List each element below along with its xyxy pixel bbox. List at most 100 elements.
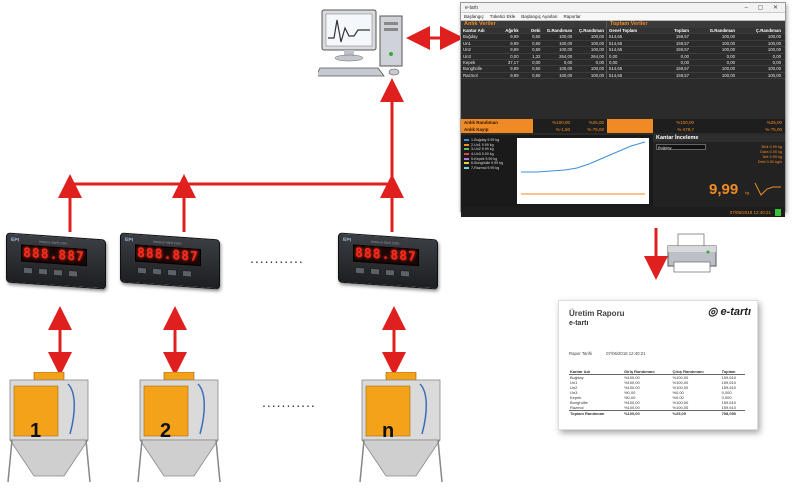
report-cell: 159,610 [721, 405, 737, 410]
table-cell: 100,00 [590, 72, 605, 78]
table-cell: Ağırlık [505, 28, 519, 33]
legend-item: 5-Kepek 9.99 kg [464, 157, 503, 162]
table-cell: Ç.Randıman [755, 28, 781, 33]
report-cell: %0,00 [672, 395, 684, 400]
report-cell: 159,610 [721, 400, 737, 405]
weighing-indicator-2: EPI www.e-tarti.com 888.887 [120, 232, 220, 290]
report-cell: %100,00 [623, 375, 640, 380]
menu-item-add[interactable]: Tüketici Ekle [489, 14, 516, 19]
report-cell: %100,00 [623, 400, 640, 405]
total-data-title: Toplam Veriler [607, 21, 785, 28]
scale-stat: Debi 0.50 kg/s [757, 160, 782, 165]
report-cell: %100,00 [672, 375, 689, 380]
table-cell: 159,57 [675, 40, 689, 46]
legend-item: 3-Un2 9.99 kg [464, 147, 503, 152]
report-cell: 159,610 [721, 380, 737, 385]
scale-stat: Net 9.99 kg [762, 155, 782, 160]
table-cell: 9,99 [510, 40, 519, 46]
report-cell: Un1 [570, 380, 578, 385]
report-row: Bonghülle %100,00 %100,00 159,610 [569, 400, 745, 405]
report-cell: %100,00 [623, 385, 640, 390]
menu-item-reports[interactable]: Raporlar [563, 14, 581, 19]
report-cell: %100,00 [672, 405, 689, 410]
live-data-title: Anlık Veriler [461, 21, 606, 28]
table-cell: 9,99 [510, 72, 519, 78]
report-cell: Bonghülle [570, 400, 588, 405]
software-window: e-tartı – ▢ ✕ Başlangıç Tüketici Ekle Ba… [460, 2, 786, 218]
report-subtitle: e-tartı [569, 320, 589, 327]
window-title: e-tartı [465, 5, 479, 11]
menu-item-start[interactable]: Başlangıç [464, 14, 484, 19]
table-cell: 0,00 [772, 53, 781, 59]
scale-select[interactable]: Buğday [656, 144, 706, 151]
table-cell: Bonghülle [463, 66, 483, 72]
table-cell: Un2 [463, 47, 471, 53]
report-cell: 159,610 [721, 385, 737, 390]
report-date: Rapor Tarihi 07/06/2018 12:40:21 [569, 351, 646, 356]
indicator-display: 888.887 [353, 244, 419, 267]
report-cell: 0,000 [721, 395, 732, 400]
table-cell: 159,57 [675, 34, 689, 40]
report-cell: %0,00 [623, 395, 636, 400]
table-cell: 0,00 [680, 53, 689, 59]
table-cell: 100,00 [559, 72, 573, 78]
table-cell: 100,00 [767, 34, 781, 40]
table-cell: 100,00 [590, 34, 605, 40]
computer-icon [315, 8, 410, 80]
scale-inspect-title: Kantar İnceleme [653, 135, 785, 143]
report-cell: %100,00 [623, 405, 640, 410]
weighing-indicator-n: EPI www.e-tarti.com 888.887 [338, 232, 438, 290]
table-cell: 0,50 [532, 40, 541, 46]
table-cell: 514,65 [609, 66, 623, 72]
table-cell: 100,00 [590, 66, 605, 72]
legend-item: 4-Un3 0.00 kg [464, 152, 503, 157]
table-cell: 264,00 [590, 53, 605, 59]
table-cell: 100,00 [767, 47, 781, 53]
silo-2: 2 [136, 371, 222, 484]
table-cell: 0,00 [726, 59, 735, 65]
scale-mini-trend [754, 182, 781, 196]
table-cell: 100,00 [559, 66, 573, 72]
report-cell: %100,00 [672, 400, 689, 405]
table-cell: 9,99 [510, 47, 519, 53]
instant-loss-row: Anlık Kayıp %-1,50 %-75,00 %-479,7 %-75,… [461, 126, 785, 134]
status-time: 07/06/2018 12:40:21 [729, 209, 771, 215]
weighing-indicator-1: EPI www.e-tarti.com 888.887 [6, 232, 106, 290]
scale-stat: Brüt 9.99 kg [761, 145, 782, 150]
report-cell: %100,00 [623, 380, 640, 385]
table-cell: 0,00 [609, 59, 618, 65]
trend-plot [517, 138, 649, 205]
silo-n: n [358, 371, 444, 484]
table-cell: 0,50 [532, 34, 541, 40]
table-cell: Razmol [463, 72, 478, 78]
report-cell: %0,00 [672, 390, 684, 395]
table-cell: Kantar Adı [463, 28, 485, 33]
report-cell: 159,610 [721, 375, 737, 380]
report-cell: Toplam Randıman [569, 410, 623, 416]
indicator-display: 888.887 [21, 244, 87, 267]
table-cell: 1,32 [532, 53, 541, 59]
table-cell: 100,00 [721, 34, 735, 40]
menu-item-settings[interactable]: Başlangıç Ayarları [521, 14, 558, 19]
indicator-display: 888.887 [135, 244, 201, 267]
status-bar: 07/06/2018 12:40:21 [461, 207, 785, 218]
window-controls[interactable]: – ▢ ✕ [744, 5, 782, 11]
table-cell: 0,00 [532, 59, 541, 65]
table-cell: 0,50 [532, 47, 541, 53]
table-cell: 100,00 [559, 34, 573, 40]
